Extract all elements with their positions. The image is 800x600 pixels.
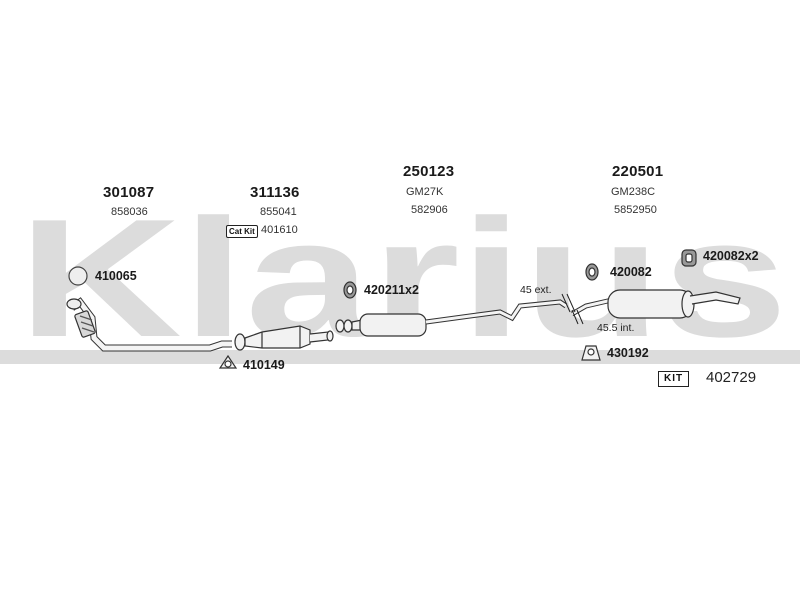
ring-label-410065: 410065	[95, 269, 137, 283]
catalyst-drawing	[234, 325, 334, 351]
mount-label-420082x2: 420082x2	[703, 249, 759, 263]
center-box-number: 250123	[403, 163, 455, 180]
rear-box-drawing	[570, 289, 741, 319]
catalyst-oem: 855041	[260, 206, 297, 218]
dimension-marks	[561, 293, 584, 325]
mount-label-420082: 420082	[610, 265, 652, 279]
mount-icon-420211	[343, 281, 357, 299]
kit-label-box: KIT	[658, 371, 690, 387]
clamp-label-430192: 430192	[607, 346, 649, 360]
ring-icon-410065	[68, 266, 88, 286]
ext-note: 45 ext.	[520, 284, 552, 296]
cat-kit-label: Cat Kit	[226, 225, 258, 238]
mount-label-420211: 420211x2	[364, 283, 419, 297]
rear-box-number: 220501	[612, 163, 664, 180]
int-note: 45.5 int.	[597, 322, 635, 334]
front-pipe-drawing	[66, 297, 232, 352]
front-pipe-number: 301087	[103, 184, 155, 201]
kit-number: 402729	[706, 369, 757, 386]
rear-box-model: GM238C	[611, 186, 656, 198]
gasket-icon-410149	[218, 354, 238, 369]
center-box-drawing	[335, 299, 568, 337]
watermark-text: Klarius	[18, 184, 788, 372]
mount-icon-420082	[585, 263, 599, 281]
front-pipe-oem: 858036	[111, 206, 148, 218]
gasket-label-410149: 410149	[243, 358, 285, 372]
catalyst-number: 311136	[250, 184, 300, 201]
cat-kit-number: 401610	[261, 224, 298, 236]
rear-box-oem: 5852950	[614, 204, 657, 216]
center-box-model: GM27K	[406, 186, 444, 198]
center-box-oem: 582906	[411, 204, 448, 216]
clamp-icon-430192	[581, 345, 601, 361]
mount-icon-420082x2	[681, 249, 697, 267]
